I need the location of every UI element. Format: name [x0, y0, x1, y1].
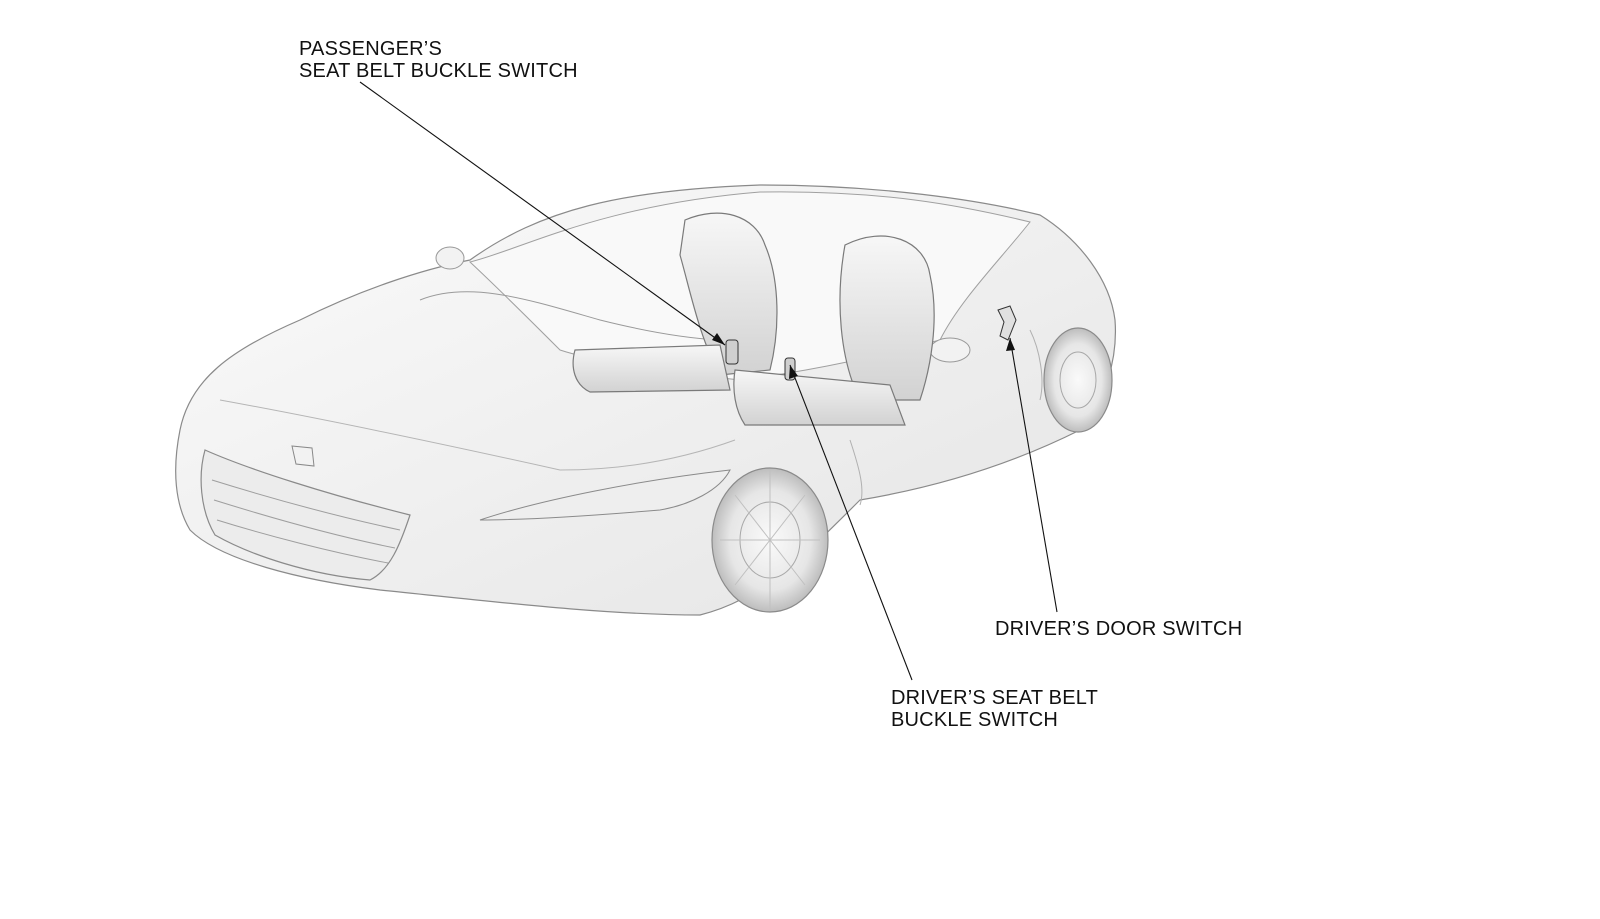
- driver-buckle-leader: [789, 364, 913, 681]
- drivers-door-switch-label: DRIVER’S DOOR SWITCH: [995, 618, 1242, 640]
- door-arrowhead: [1006, 338, 1015, 351]
- passenger-buckle-switch-part: [725, 339, 739, 365]
- drivers-seat-belt-buckle-switch-label: DRIVER’S SEAT BELT BUCKLE SWITCH: [891, 687, 1098, 731]
- driver-label-line1: DRIVER’S SEAT BELT: [891, 687, 1098, 709]
- door-label-line1: DRIVER’S DOOR SWITCH: [995, 618, 1243, 640]
- driver-label-line2: BUCKLE SWITCH: [891, 709, 1059, 731]
- driver-arrowhead: [789, 365, 798, 379]
- front-wheel: [711, 467, 829, 613]
- door-switch-part: [997, 305, 1017, 341]
- passenger-arrowhead: [712, 333, 725, 345]
- passenger-seat: [572, 212, 778, 393]
- passenger-buckle-leader: [359, 81, 726, 346]
- leader-arrowheads: [712, 333, 1015, 379]
- leader-lines: [359, 81, 1058, 681]
- passenger-label-line1: PASSENGER’S: [299, 38, 442, 60]
- passenger-label-line2: SEAT BELT BUCKLE SWITCH: [299, 60, 578, 82]
- rear-wheel: [1043, 327, 1113, 433]
- passenger-seat-belt-buckle-switch-label: PASSENGER’S SEAT BELT BUCKLE SWITCH: [299, 38, 578, 82]
- car-body: [175, 184, 1117, 616]
- driver-seat: [733, 235, 935, 426]
- door-switch-leader: [1009, 337, 1058, 613]
